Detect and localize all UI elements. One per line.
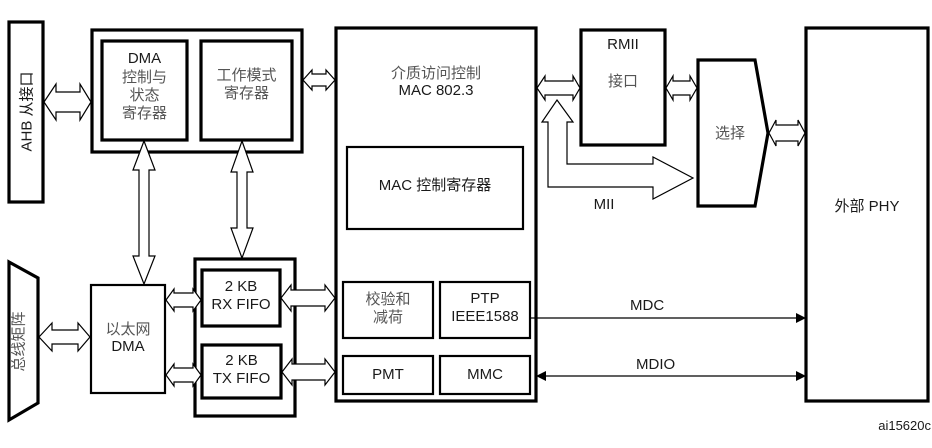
mdio-label: MDIO xyxy=(636,356,676,373)
mdc-label: MDC xyxy=(630,297,665,314)
mmc-label: MMC xyxy=(467,366,503,383)
arrow-mode-regs-to-fifo xyxy=(230,139,254,260)
checksum-line1: 校验和 xyxy=(365,290,411,308)
mac-line2: MAC 802.3 xyxy=(398,82,474,99)
arrow-regs-to-mac xyxy=(302,68,336,92)
arrow-mii xyxy=(540,98,695,200)
mode-regs-line2: 寄存器 xyxy=(223,84,269,102)
ethernet-dma-line2: DMA xyxy=(111,338,145,355)
rmii-line2: 接口 xyxy=(607,72,638,90)
external-phy-label: 外部 PHY xyxy=(806,198,928,216)
arrow-dma-regs-to-eth-dma xyxy=(132,139,156,286)
bus-matrix-label: 总线矩阵 xyxy=(9,311,28,372)
ptp-label: PTP IEEE1588 xyxy=(440,290,530,326)
mac-control-regs-block xyxy=(345,145,525,231)
dma-regs-label: DMA 控制与 状态 寄存器 xyxy=(102,50,187,122)
rx-fifo-line2: RX FIFO xyxy=(211,296,271,313)
bus-matrix-block xyxy=(7,259,40,423)
arrow-dma-to-tx xyxy=(165,362,202,388)
checksum-offload-block xyxy=(341,280,435,340)
pmt-label: PMT xyxy=(372,366,404,383)
ptp-line1: PTP xyxy=(470,290,500,307)
ethernet-dma-block xyxy=(89,283,167,395)
mode-regs-block xyxy=(199,39,294,142)
checksum-offload-label: 校验和 减荷 xyxy=(343,290,433,326)
checksum-line2: 减荷 xyxy=(372,308,403,326)
rmii-label: RMII 接口 xyxy=(581,36,665,90)
mac-line1: 介质访问控制 xyxy=(390,64,481,82)
dma-regs-line1: DMA xyxy=(127,50,162,67)
mac-control-regs-label: MAC 控制寄存器 xyxy=(378,177,492,194)
ahb-slave-label: AHB 从接口 xyxy=(18,71,36,152)
arrow-busmatrix-to-dma xyxy=(38,321,91,353)
dma-regs-line4: 寄存器 xyxy=(121,104,167,122)
rx-fifo-label: 2 KB RX FIFO xyxy=(202,278,280,314)
ptp-line2: IEEE1588 xyxy=(451,308,519,325)
dma-regs-block xyxy=(100,39,189,142)
arrow-select-to-phy xyxy=(768,119,806,147)
arrow-ahb-to-regs xyxy=(43,81,92,123)
rx-fifo-line1: 2 KB xyxy=(224,278,258,295)
ptp-block xyxy=(438,280,532,340)
ethernet-dma-label: 以太网 DMA xyxy=(91,320,165,356)
arrow-rx-to-mac xyxy=(280,283,336,313)
arrow-dma-to-rx xyxy=(165,287,202,313)
tx-fifo-line2: TX FIFO xyxy=(212,370,271,387)
arrow-tx-to-mac xyxy=(281,357,336,387)
select-block xyxy=(696,58,770,208)
pmt-block xyxy=(341,354,435,396)
external-phy-text: 外部 PHY xyxy=(834,198,900,215)
arrow-mac-to-rmii xyxy=(536,73,581,103)
mmc-block xyxy=(438,354,532,396)
mdc-signal-line xyxy=(530,313,806,323)
mode-regs-label: 工作模式 寄存器 xyxy=(201,66,292,102)
external-phy-block xyxy=(804,26,930,403)
arrow-rmii-to-select xyxy=(665,73,698,103)
figure-id: ai15620c xyxy=(878,418,931,433)
dma-regs-line3: 状态 xyxy=(129,86,160,104)
tx-fifo-block xyxy=(200,343,283,400)
ethernet-dma-line1: 以太网 xyxy=(105,320,151,338)
rmii-line1: RMII xyxy=(607,36,639,53)
select-label: 选择 xyxy=(714,124,745,142)
rx-fifo-block xyxy=(200,268,282,328)
tx-fifo-label: 2 KB TX FIFO xyxy=(202,352,281,388)
mii-label: MII xyxy=(593,196,615,213)
mode-regs-line1: 工作模式 xyxy=(216,66,277,84)
rmii-block xyxy=(579,28,667,147)
tx-fifo-line1: 2 KB xyxy=(225,352,258,369)
mac-label: 介质访问控制 MAC 802.3 xyxy=(336,64,536,100)
mdio-signal-line xyxy=(536,371,806,381)
dma-regs-line2: 控制与 xyxy=(121,68,167,86)
ahb-slave-block xyxy=(7,20,45,204)
